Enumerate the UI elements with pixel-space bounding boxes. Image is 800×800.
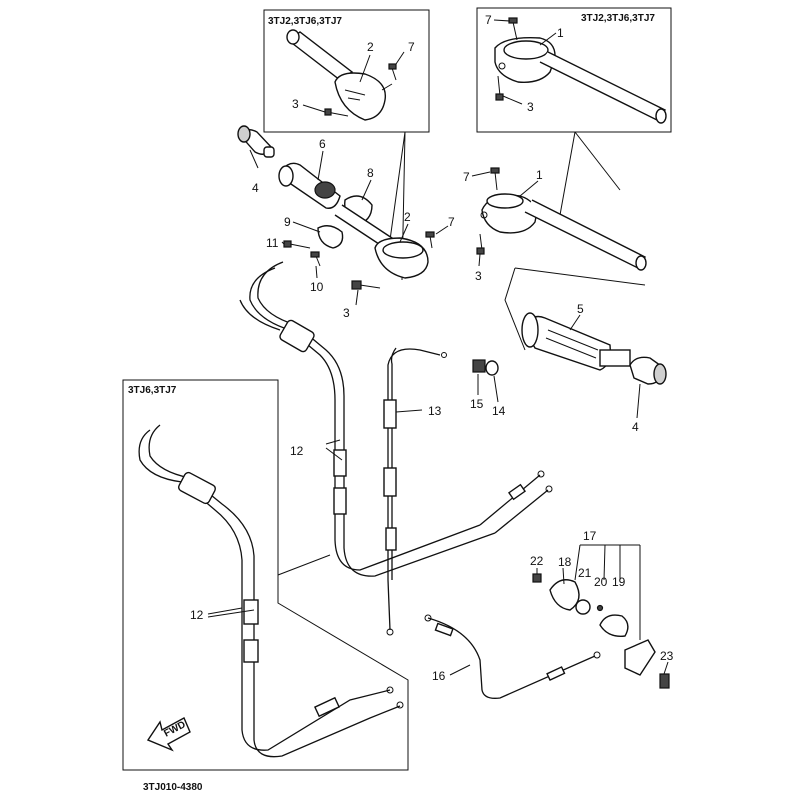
fwd-arrow-icon: FWD [146, 717, 191, 752]
starter-cable [383, 347, 447, 636]
callout-14: 14 [492, 404, 506, 418]
inset-bottom-left-label: 3TJ6,3TJ7 [128, 385, 177, 396]
callout-15: 15 [470, 397, 484, 411]
callout-3: 3 [527, 100, 534, 114]
callout-19: 19 [612, 575, 626, 589]
callout-1: 1 [557, 26, 564, 40]
callout-17: 17 [583, 529, 597, 543]
callout-22: 22 [530, 554, 544, 568]
callout-18: 18 [558, 555, 572, 569]
callout-20: 20 [594, 575, 608, 589]
diagram-code: 3TJ010-4380 [143, 782, 203, 793]
callout-7: 7 [408, 40, 415, 54]
switch-parts [532, 544, 670, 689]
callout-7: 7 [485, 13, 492, 27]
callout-2: 2 [367, 40, 374, 54]
callout-21: 21 [578, 566, 592, 580]
callout-7: 7 [463, 170, 470, 184]
callout-2: 2 [404, 210, 411, 224]
callout-7: 7 [448, 215, 455, 229]
callout-3: 3 [475, 269, 482, 283]
callout-4: 4 [632, 420, 639, 434]
inset-cables [138, 424, 404, 758]
left-handlebar-assembly [237, 125, 449, 306]
right-grip-assembly [521, 312, 667, 419]
cable-adjuster-parts [472, 359, 499, 403]
callout-3: 3 [292, 97, 299, 111]
inset-top-right: 3TJ2,3TJ6,3TJ7 [476, 7, 672, 133]
inset-top-left-label: 3TJ2,3TJ6,3TJ7 [268, 16, 342, 27]
callout-8: 8 [367, 166, 374, 180]
clutch-cable [424, 614, 601, 699]
inset-top-right-label: 3TJ2,3TJ6,3TJ7 [581, 13, 655, 24]
callout-1: 1 [536, 168, 543, 182]
right-handlebar-assembly [471, 167, 647, 271]
throttle-cables [239, 261, 553, 577]
callout-10: 10 [310, 280, 324, 294]
callout-5: 5 [577, 302, 584, 316]
inset-top-left: 3TJ2,3TJ6,3TJ7 [263, 9, 430, 133]
inset-bottom-left: 3TJ6,3TJ7 [122, 379, 409, 771]
callout-23: 23 [660, 649, 674, 663]
callout-3: 3 [343, 306, 350, 320]
callout-16: 16 [432, 669, 446, 683]
callout-6: 6 [319, 137, 326, 151]
callout-9: 9 [284, 215, 291, 229]
callout-11: 11 [266, 236, 279, 250]
callout-13: 13 [428, 404, 442, 418]
callout-12: 12 [190, 608, 204, 622]
callout-12: 12 [290, 444, 304, 458]
callout-4: 4 [252, 181, 259, 195]
